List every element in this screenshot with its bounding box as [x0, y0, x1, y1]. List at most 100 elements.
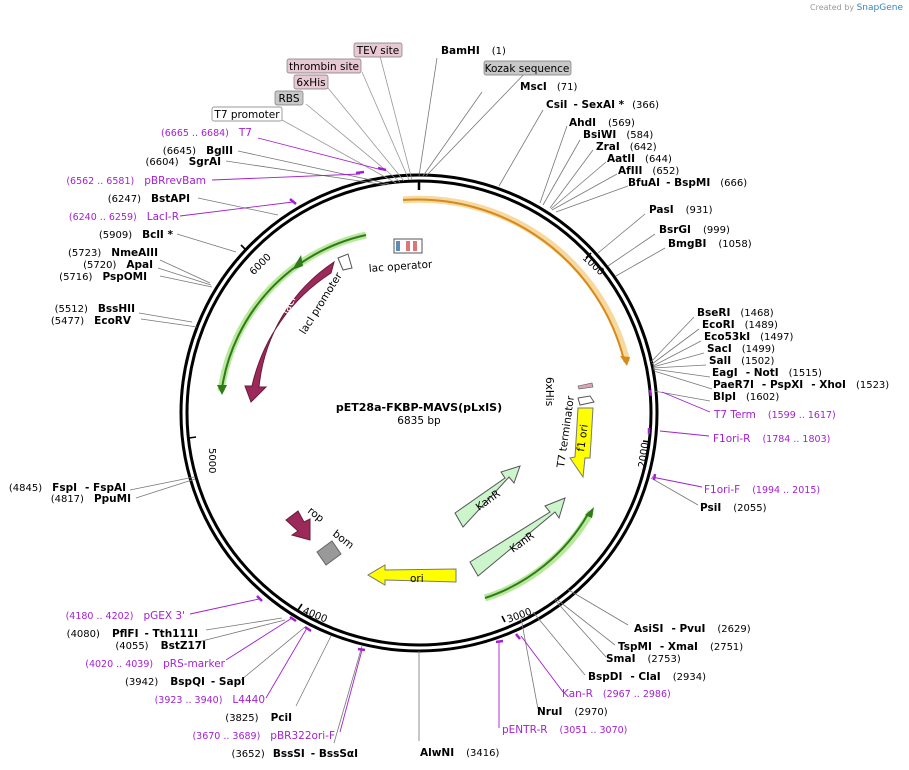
orange-arrow-head	[620, 356, 630, 366]
enzyme-fspi-fspai: (4845)FspI- FspAI	[9, 482, 126, 494]
lac-operator-blue	[396, 241, 400, 251]
enzyme-apai: (5720)ApaI	[83, 259, 153, 271]
boxed-feature-kozak: Kozak sequence	[483, 60, 572, 76]
enzyme-pasi: PasI(931)	[649, 204, 713, 216]
primer-pointer-lines	[179, 137, 711, 733]
svg-text:Kozak sequence: Kozak sequence	[485, 63, 570, 75]
enzyme-csii-sexai: CsiI- SexAI *(366)	[546, 99, 659, 111]
enzyme-ahdi: AhdI(569)	[569, 117, 635, 129]
enzyme-saci: SacI(1499)	[707, 343, 775, 355]
kanr-feature-2	[469, 497, 566, 577]
enzyme-smai: SmaI(2753)	[606, 653, 681, 665]
enzyme-bstz17i: (4055)BstZ17I	[115, 640, 206, 652]
enzyme-paer7i-pspxi-xhoi: PaeR7I- PspXI- XhoI(1523)	[713, 379, 889, 391]
green-arrow-top-head	[292, 255, 303, 270]
enzyme-tspmi-xmai: TspMI- XmaI(2751)	[618, 641, 743, 653]
bom-feature	[316, 540, 342, 566]
primer-l4440: (3923 .. 3940)L4440	[155, 694, 265, 706]
his6-label: 6xHis	[543, 377, 555, 406]
rop-feature	[285, 510, 311, 541]
tick-2000: 2000	[637, 442, 651, 469]
f1-ori-label: f1 ori	[575, 424, 591, 453]
primer-marks	[256, 166, 657, 652]
enzyme-bcli: (5909)BclI *	[99, 229, 174, 241]
enzyme-sali: SalI(1502)	[709, 355, 775, 367]
lac-operator-label: lac operator	[368, 259, 433, 275]
enzyme-bsiwi: BsiWI(584)	[583, 129, 653, 141]
snapgene-credit: Created by SnapGene	[810, 3, 903, 13]
primer-kan-r: Kan-R(2967 .. 2986)	[562, 688, 671, 700]
enzyme-aflii: AfIII(652)	[618, 165, 679, 177]
svg-text:thrombin site: thrombin site	[289, 61, 359, 73]
primer-f1ori-f: F1ori-F(1994 .. 2015)	[704, 484, 820, 496]
primer-pbrrevbam: (6562 .. 6581)pBRrevBam	[66, 175, 206, 187]
tick-6000: 6000	[248, 252, 274, 278]
enzyme-bsssi-bsssai: (3652)BssSI- BssSαI	[232, 748, 358, 760]
boxed-feature-thrombin: thrombin site	[286, 58, 362, 74]
enzyme-ppumi: (4817)PpuMI	[51, 493, 131, 505]
green-arrow-lacI-head	[217, 385, 227, 395]
enzyme-bspqi-sapi: (3942)BspQI- SapI	[125, 676, 245, 688]
enzyme-pflfi-tth111i: (4080)PflFI- Tth111I	[67, 628, 198, 640]
svg-text:TEV site: TEV site	[356, 45, 400, 57]
enzyme-bseri: BseRI(1468)	[697, 307, 774, 319]
enzyme-ecorv: (5477)EcoRV	[51, 315, 132, 327]
credit-prefix: Created by	[810, 3, 855, 12]
primer-pentr-r: pENTR-R(3051 .. 3070)	[502, 724, 627, 736]
enzyme-eagi-noti: EagI- NotI(1515)	[712, 367, 822, 379]
enzyme-bglii: (6645)BglII	[163, 145, 233, 157]
ori-label: ori	[410, 573, 424, 585]
enzyme-eco53ki: Eco53kI(1497)	[704, 331, 793, 343]
enzyme-pcii: (3825)PciI	[225, 712, 292, 724]
svg-text:T7 promoter: T7 promoter	[213, 109, 280, 121]
boxed-feature-his: 6xHis	[293, 74, 329, 90]
tick-5000: 5000	[206, 448, 217, 473]
kanr-feature-1	[454, 465, 521, 528]
ori-feature	[367, 564, 457, 586]
boxed-feature-t7-promoter: T7 promoter	[211, 106, 283, 122]
enzyme-bsrgi: BsrGI(999)	[659, 224, 730, 236]
primer-t7-term: T7 Term(1599 .. 1617)	[713, 409, 836, 421]
plasmid-name: pET28a-FKBP-MAVS(pLxIS)	[336, 401, 502, 414]
orange-insert-arrow	[402, 198, 625, 361]
enzyme-nrui: NruI(2970)	[537, 706, 608, 718]
enzyme-msci: MscI(71)	[520, 81, 577, 93]
primer-laci-r: (6240 .. 6259)LacI-R	[69, 211, 179, 223]
lac-operator-red1	[406, 241, 410, 251]
enzyme-ecori: EcoRI(1489)	[702, 319, 778, 331]
enzyme-pspomi: (5716)PspOMI	[59, 271, 147, 283]
enzyme-bfuai-bspmi: BfuAI- BspMI(666)	[628, 177, 747, 189]
boxed-feature-rbs: RBS	[274, 90, 304, 106]
enzyme-asisi-pvui: AsiSI- PvuI(2629)	[634, 623, 751, 635]
snapgene-logo: SnapGene	[856, 3, 903, 13]
svg-text:6xHis: 6xHis	[296, 77, 325, 89]
primer-pbr322ori-f: (3670 .. 3689)pBR322ori-F	[192, 730, 335, 742]
enzyme-zrai: ZraI(642)	[596, 141, 657, 153]
primer-pgex3: (4180 .. 4202)pGEX 3'	[66, 610, 185, 622]
laci-promoter-arrow	[337, 253, 353, 271]
pointer-lines	[129, 57, 713, 744]
enzyme-bmgbi: BmgBI(1058)	[668, 238, 752, 250]
laci-feature	[244, 260, 335, 403]
green-arrow-lacI	[221, 234, 367, 389]
lac-operator-red2	[413, 241, 417, 251]
enzyme-psii: PsiI(2055)	[700, 502, 767, 514]
green-arrow-kan-head	[585, 507, 594, 518]
f1-ori-feature	[569, 407, 594, 479]
svg-text:RBS: RBS	[279, 93, 300, 105]
boxed-feature-tev: TEV site	[353, 42, 403, 58]
enzyme-blpi: BlpI(1602)	[713, 391, 779, 403]
enzyme-bamhi: BamHI(1)	[441, 45, 506, 57]
enzyme-aatii: AatII(644)	[607, 153, 672, 165]
primer-f1ori-r: F1ori-R(1784 .. 1803)	[713, 433, 830, 445]
plasmid-size: 6835 bp	[397, 415, 441, 427]
primer-t7: (6665 .. 6684)T7	[161, 127, 252, 139]
enzyme-sgrai: (6604)SgrAI	[145, 156, 221, 168]
enzyme-bsshii: (5512)BssHII	[55, 303, 135, 315]
t7-terminator-arrow	[577, 395, 595, 406]
green-arrow-kan	[484, 513, 589, 599]
enzyme-bstapi: (6247)BstAPI	[108, 193, 190, 205]
his6-small-feature	[577, 382, 594, 390]
enzyme-alwni: AlwNI(3416)	[420, 747, 499, 759]
